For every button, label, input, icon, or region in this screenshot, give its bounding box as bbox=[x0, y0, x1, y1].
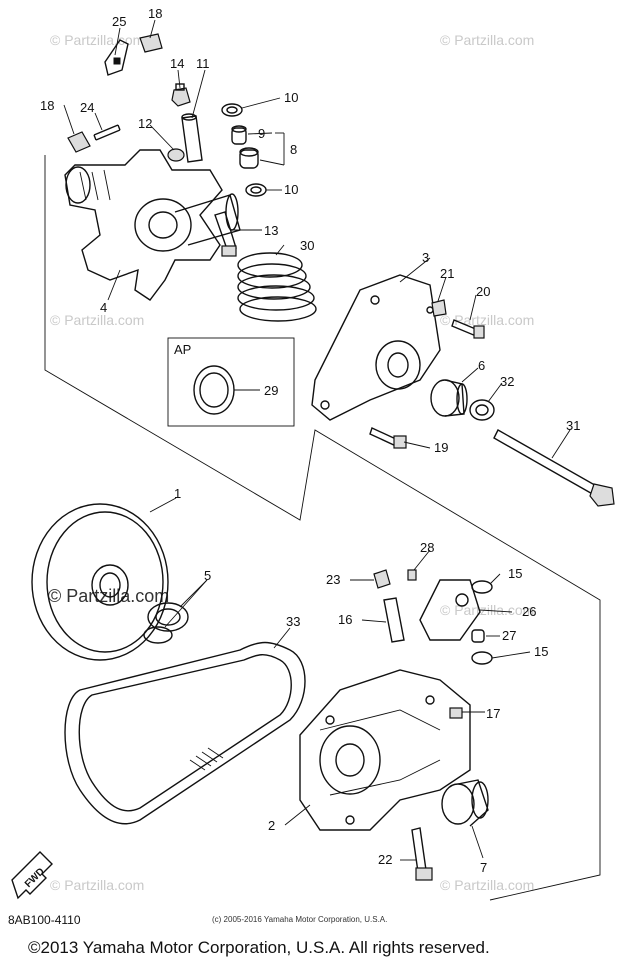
callout-27: 27 bbox=[502, 628, 516, 643]
callout-28: 28 bbox=[420, 540, 434, 555]
callout-24: 24 bbox=[80, 100, 94, 115]
callout-12: 12 bbox=[138, 116, 152, 131]
callout-5: 5 bbox=[204, 568, 211, 583]
fwd-arrow-icon: FWD bbox=[11, 851, 53, 900]
watermark-top-right: © Partzilla.com bbox=[440, 32, 534, 48]
part-26-arm bbox=[419, 579, 481, 641]
copyright-notice: ©2013 Yamaha Motor Corporation, U.S.A. A… bbox=[28, 938, 490, 957]
callout-3: 3 bbox=[422, 250, 429, 265]
part-10-washer-top bbox=[221, 103, 243, 117]
callout-21: 21 bbox=[440, 266, 454, 281]
callout-18-top: 18 bbox=[148, 6, 162, 21]
part-5-bushing bbox=[143, 602, 189, 644]
part-8-collar bbox=[239, 147, 259, 169]
part-14-nut bbox=[171, 83, 191, 107]
callout-10-bottom: 10 bbox=[284, 182, 298, 197]
part-23-nut bbox=[373, 569, 391, 589]
callout-23: 23 bbox=[326, 572, 340, 587]
small-copyright: (c) 2005-2016 Yamaha Motor Corporation, … bbox=[212, 915, 388, 924]
watermark-bottom-left: © Partzilla.com bbox=[50, 877, 144, 893]
callout-7: 7 bbox=[480, 860, 487, 875]
part-31-long-bolt bbox=[493, 429, 615, 507]
part-12-roller bbox=[167, 148, 185, 162]
callout-13: 13 bbox=[264, 223, 278, 238]
part-1-sheave bbox=[31, 503, 169, 661]
callout-18-left: 18 bbox=[40, 98, 54, 113]
callout-9: 9 bbox=[258, 126, 265, 141]
part-18-left-block bbox=[67, 131, 91, 153]
part-17-screw bbox=[449, 707, 463, 719]
callout-29: 29 bbox=[264, 383, 278, 398]
part-15-washer-top bbox=[471, 580, 493, 594]
callout-19: 19 bbox=[434, 440, 448, 455]
part-4-spider bbox=[64, 149, 241, 301]
part-3-cover bbox=[311, 274, 441, 421]
part-11-tube bbox=[181, 113, 203, 163]
callout-22: 22 bbox=[378, 852, 392, 867]
ap-box: AP bbox=[167, 337, 295, 427]
callout-8: 8 bbox=[290, 142, 297, 157]
ap-label: AP bbox=[174, 342, 191, 357]
callout-11: 11 bbox=[196, 56, 210, 71]
part-21-nut bbox=[431, 299, 447, 317]
callout-10-top: 10 bbox=[284, 90, 298, 105]
watermark-top-left: © Partzilla.com bbox=[50, 32, 144, 48]
upper-assembly-outline bbox=[44, 155, 601, 901]
part-18-top-block bbox=[139, 33, 163, 53]
callout-20: 20 bbox=[476, 284, 490, 299]
part-28-screw bbox=[407, 569, 417, 581]
watermark-bottom-right: © Partzilla.com bbox=[440, 877, 534, 893]
callout-1: 1 bbox=[174, 486, 181, 501]
part-32-washer bbox=[469, 399, 495, 421]
callout-14: 14 bbox=[170, 56, 184, 71]
callout-25: 25 bbox=[112, 14, 126, 29]
callout-15-top: 15 bbox=[508, 566, 522, 581]
part-20-bolt bbox=[451, 319, 485, 339]
drawing-code: 8AB100-4110 bbox=[8, 913, 81, 927]
callout-31: 31 bbox=[566, 418, 580, 433]
part-33-belt bbox=[64, 641, 306, 825]
part-2-sheave-housing bbox=[299, 669, 471, 831]
part-22-bolt bbox=[411, 827, 433, 881]
fwd-label: FWD bbox=[23, 866, 47, 890]
callout-33: 33 bbox=[286, 614, 300, 629]
callout-4: 4 bbox=[100, 300, 107, 315]
callout-30: 30 bbox=[300, 238, 314, 253]
part-6-collar bbox=[430, 379, 468, 417]
part-30-spring bbox=[237, 252, 317, 322]
callout-16: 16 bbox=[338, 612, 352, 627]
part-9-collar bbox=[231, 125, 247, 145]
leader-lines bbox=[63, 19, 571, 861]
callout-32: 32 bbox=[500, 374, 514, 389]
callout-15-bottom: 15 bbox=[534, 644, 548, 659]
callout-17: 17 bbox=[486, 706, 500, 721]
part-7-collar bbox=[441, 779, 489, 827]
part-27-roller bbox=[471, 629, 485, 643]
part-15-washer-bottom bbox=[471, 651, 493, 665]
part-19-bolt bbox=[369, 427, 407, 449]
part-16-pin bbox=[383, 597, 405, 643]
callout-6: 6 bbox=[478, 358, 485, 373]
callout-2: 2 bbox=[268, 818, 275, 833]
part-24-pin bbox=[93, 124, 121, 141]
callout-26: 26 bbox=[522, 604, 536, 619]
part-13-bolt bbox=[214, 211, 237, 257]
part-10-washer-bottom bbox=[245, 183, 267, 197]
watermark-dark: © Partzilla.com bbox=[48, 586, 169, 606]
watermark-mid-left: © Partzilla.com bbox=[50, 312, 144, 328]
